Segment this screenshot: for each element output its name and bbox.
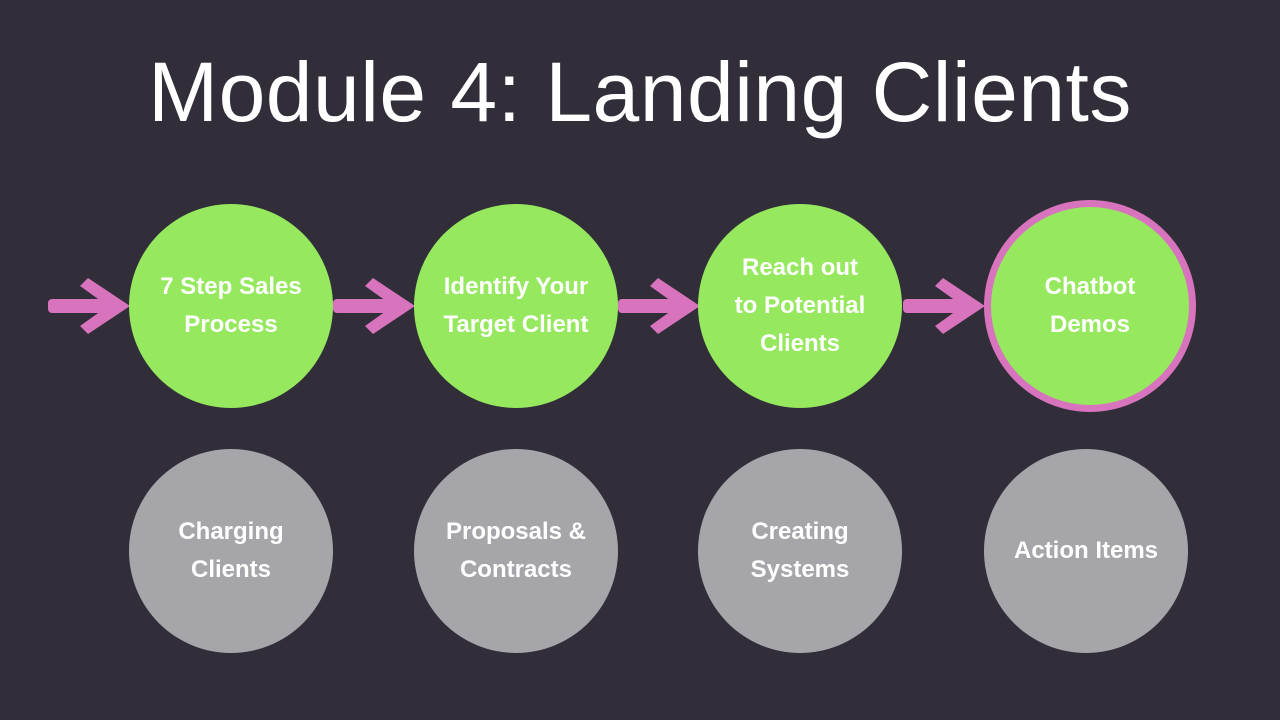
step-identify-target-client: Identify Your Target Client <box>414 204 618 408</box>
arrow-icon <box>333 278 415 334</box>
page-title: Module 4: Landing Clients <box>148 45 1132 139</box>
step-label: Charging Clients <box>178 518 284 583</box>
step-creating-systems: Creating Systems <box>698 449 902 653</box>
step-charging-clients: Charging Clients <box>129 449 333 653</box>
step-reach-out: Reach out to Potential Clients <box>698 204 902 408</box>
step-label: Creating Systems <box>750 518 850 583</box>
step-chatbot-demos: Chatbot Demos <box>984 200 1196 412</box>
step-action-items: Action Items <box>984 449 1188 653</box>
step-label: Identify Your Target Client <box>443 273 589 338</box>
step-sales-process: 7 Step Sales Process <box>129 204 333 408</box>
arrow-icon <box>618 278 700 334</box>
step-label: 7 Step Sales Process <box>160 273 302 338</box>
step-label: Reach out to Potential Clients <box>734 254 866 357</box>
step-label: Proposals & Contracts <box>445 518 587 583</box>
step-label: Action Items <box>1013 537 1159 564</box>
arrow-icon <box>903 278 985 334</box>
arrow-icon <box>48 278 130 334</box>
step-label: Chatbot Demos <box>1044 273 1136 338</box>
step-proposals-contracts: Proposals & Contracts <box>414 449 618 653</box>
